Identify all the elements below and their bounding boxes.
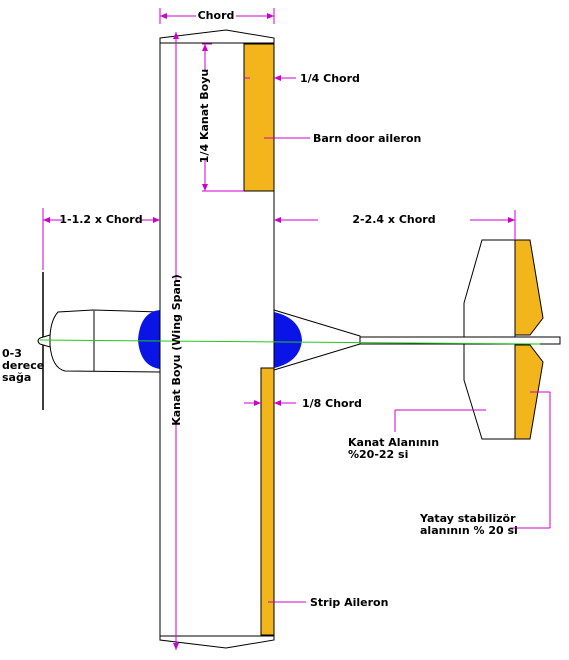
eighth-chord-dimension xyxy=(244,400,296,406)
thrust-line-label-2: derece xyxy=(2,359,44,372)
stab-area-label: Yatay stabilizör alanının % 20 si xyxy=(419,512,519,537)
stab-area-label-1: Yatay stabilizör xyxy=(419,512,516,525)
canopy-right xyxy=(274,312,302,368)
wing-area-label-1: Kanat Alanının xyxy=(348,436,439,449)
quarter-span-label: 1/4 Kanat Boyu xyxy=(198,69,211,163)
stab-area-label-2: alanının % 20 si xyxy=(420,524,518,537)
stab-area-pointer xyxy=(510,391,551,529)
wing-span-dimension xyxy=(173,32,179,650)
eighth-chord-label: 1/8 Chord xyxy=(302,397,362,410)
wing-area-label-2: %20-22 si xyxy=(348,448,408,461)
thrust-line-label-1: 0-3 xyxy=(2,347,22,360)
barn-door-aileron xyxy=(243,43,275,192)
canopy-left xyxy=(138,310,160,369)
elevator-bottom xyxy=(514,344,544,440)
spinner xyxy=(37,334,51,348)
tail-gap-label: 2-2.4 x Chord xyxy=(352,213,435,226)
strip-aileron xyxy=(260,367,275,636)
wing-area-pointer xyxy=(394,409,486,432)
barn-door-label: Barn door aileron xyxy=(313,132,421,145)
quarter-chord-label: 1/4 Chord xyxy=(300,72,360,85)
wing-area-label: Kanat Alanının %20-22 si xyxy=(348,436,443,461)
thrust-line-label-3: sağa xyxy=(2,371,31,384)
thrust-line xyxy=(39,339,541,345)
quarter-chord-dimension xyxy=(244,75,296,81)
nose-gap-label: 1-1.2 x Chord xyxy=(59,213,142,226)
thrust-line-label: 0-3 derece sağa xyxy=(2,347,48,384)
quarter-span-dimension xyxy=(202,43,244,192)
tail-gap-dimension xyxy=(274,210,516,240)
chord-dimension xyxy=(159,8,275,24)
chord-label: Chord xyxy=(198,9,235,22)
strip-aileron-label: Strip Aileron xyxy=(310,596,388,609)
wing-span-label: Kanat Boyu (Wing Span) xyxy=(170,274,183,426)
nose-gap-dimension xyxy=(42,208,160,270)
elevator-top xyxy=(514,239,544,336)
tail-boom-rod-front xyxy=(359,336,561,345)
